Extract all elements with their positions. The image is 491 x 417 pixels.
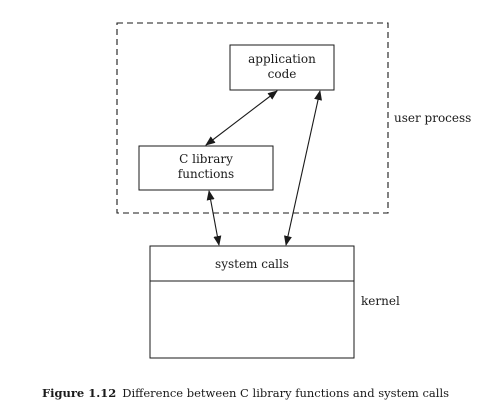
- application-code-box: [229, 44, 335, 91]
- c-library-box: [138, 145, 274, 191]
- application-code-label-line1: application: [248, 52, 316, 66]
- arrow-app-to-syscalls: [284, 90, 322, 246]
- arrow-library-to-syscalls: [206, 190, 222, 246]
- figure-caption: Figure 1.12 Difference between C library …: [0, 386, 491, 400]
- c-library-label-line1: C library: [179, 152, 233, 166]
- user-process-boundary: [116, 22, 389, 214]
- figure-number: Figure 1.12: [41, 386, 117, 400]
- user-process-label: user process: [394, 111, 471, 125]
- library-vs-syscall-diagram: application code C library functions sys…: [116, 22, 471, 359]
- kernel-box: [149, 245, 355, 359]
- system-calls-label: system calls: [215, 257, 289, 271]
- figure-caption-text: Difference between C library functions a…: [122, 386, 450, 400]
- kernel-label: kernel: [361, 294, 400, 308]
- application-code-label-line2: code: [268, 67, 297, 81]
- c-library-label-line2: functions: [178, 167, 234, 181]
- arrow-app-to-library: [205, 90, 278, 146]
